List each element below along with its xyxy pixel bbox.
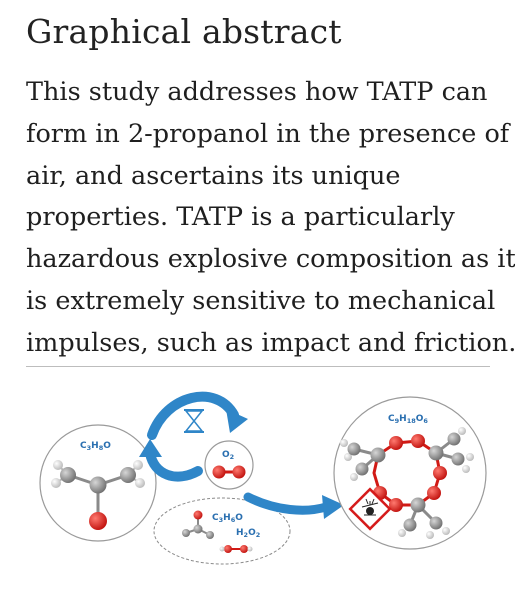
propanol-formula: C3H8O: [80, 441, 111, 452]
hourglass-icon: [184, 409, 204, 433]
abstract-line: hazardous explosive composition as it: [26, 244, 515, 275]
reaction-scheme-svg: C3H8O: [39, 391, 487, 565]
abstract-line: This study addresses how TATP can: [26, 77, 488, 107]
graphical-abstract-heading: Graphical abstract: [26, 12, 342, 51]
tatp-formula: C9H18O6: [388, 414, 428, 425]
propanol-molecule: C3H8O: [39, 424, 157, 542]
tatp-molecule: C9H18O6: [333, 396, 487, 550]
oxygen-molecule: O2: [204, 440, 254, 490]
acetone-peroxide-reagents: C3H6O H2O2: [153, 497, 291, 565]
abstract-line: air, and ascertains its unique: [26, 160, 401, 191]
abstract-line: is extremely sensitive to mechanical: [26, 285, 496, 316]
reaction-cycle-arrow: [139, 391, 248, 482]
acetone-formula: C3H6O: [212, 513, 243, 524]
abstract-line: form in 2-propanol in the presence of: [26, 118, 510, 149]
peroxide-formula: H2O2: [236, 528, 260, 539]
graphical-abstract-figure: C3H8O: [26, 373, 490, 573]
abstract-line: properties. TATP is a particularly: [26, 202, 455, 233]
abstract-line: impulses, such as impact and friction.: [26, 327, 515, 358]
abstract-text: This study addresses how TATP can form i…: [26, 72, 515, 365]
explosive-hazard-icon: [348, 487, 392, 531]
product-arrow: [243, 492, 344, 519]
oxygen-formula: O2: [222, 450, 234, 461]
section-divider: [26, 366, 490, 367]
